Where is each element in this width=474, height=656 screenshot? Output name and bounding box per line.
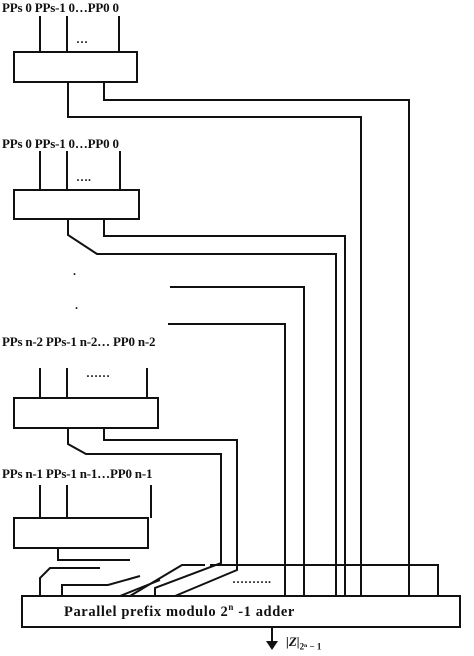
block4-output-wire xyxy=(129,564,205,597)
adder-label-superscript: n xyxy=(228,602,234,612)
output-label-subscript: 2ⁿ − 1 xyxy=(299,641,322,652)
block2-box xyxy=(13,189,140,220)
vertical-ellipsis-dot: . xyxy=(73,264,76,278)
block1-output-wire xyxy=(103,82,410,596)
row2-input-label: PPs 0 PPs-1 0…PP0 0 xyxy=(2,136,119,151)
block3-output-wire xyxy=(103,428,238,597)
bus-dots: ………. xyxy=(232,572,271,586)
block1-output-wire xyxy=(67,82,362,596)
adder-label-suffix: -1 adder xyxy=(233,603,295,620)
row4-input-label: PPs n-1 PPs-1 n-1…PP0 n-1 xyxy=(2,466,153,481)
output-arrow-head xyxy=(266,641,278,650)
adder-label: Parallel prefix modulo 2n -1 adder xyxy=(64,602,295,621)
intermediate-wire xyxy=(170,286,305,596)
output-label: |Z|2ⁿ − 1 xyxy=(286,634,321,652)
block2-output-wire xyxy=(103,219,346,596)
block4-output-wire xyxy=(61,575,141,596)
row2-dots: …. xyxy=(76,170,91,184)
block3-box xyxy=(13,397,159,429)
row3-dots: …… xyxy=(86,366,110,380)
block1-box xyxy=(13,51,138,83)
row1-dots: … xyxy=(76,32,88,46)
intermediate-wire xyxy=(168,323,286,596)
output-label-prefix: |Z| xyxy=(286,634,300,649)
block3-output-wire xyxy=(67,428,222,596)
adder-label-text: Parallel prefix modulo 2 xyxy=(64,603,229,620)
block4-output-wire xyxy=(57,548,130,561)
block2-output-wire xyxy=(67,219,337,596)
adder-top-band xyxy=(210,564,439,598)
block4-box xyxy=(13,517,149,549)
row3-input-label: PPs n-2 PPs-1 n-2… PP0 n-2 xyxy=(2,334,156,349)
block4-output-wire xyxy=(39,567,100,596)
vertical-ellipsis-dot: . xyxy=(75,298,78,312)
row1-input-label: PPs 0 PPs-1 0…PP0 0 xyxy=(2,0,119,15)
adder-box xyxy=(21,595,461,628)
